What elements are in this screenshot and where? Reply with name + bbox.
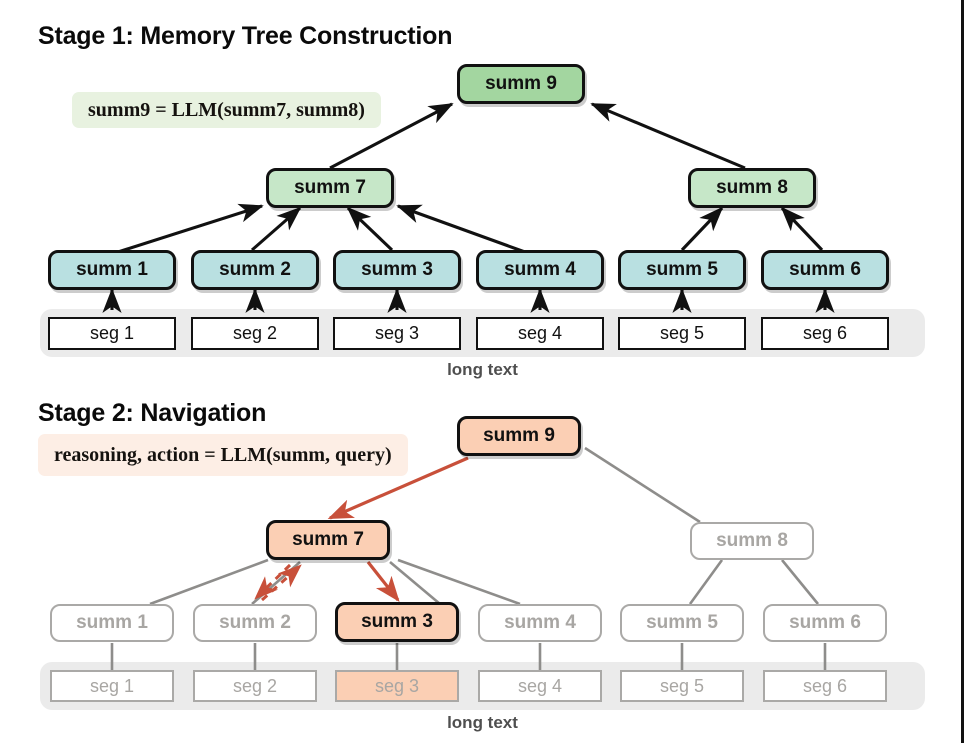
stage1-seg-5[interactable]: seg 5 [618,317,746,350]
stage1-node-summ-8[interactable]: summ 8 [688,168,816,208]
stage2-node-summ-2[interactable]: summ 2 [193,604,317,642]
stage2-node-summ-6[interactable]: summ 6 [763,604,887,642]
stage1-node-summ-4[interactable]: summ 4 [476,250,604,290]
stage2-node-summ-4[interactable]: summ 4 [478,604,602,642]
stage2-node-summ-9[interactable]: summ 9 [457,416,581,456]
stage-1-formula: summ9 = LLM(summ7, summ8) [72,92,381,128]
stage1-seg-1[interactable]: seg 1 [48,317,176,350]
stage1-seg-3[interactable]: seg 3 [333,317,461,350]
stage1-node-summ-7[interactable]: summ 7 [266,168,394,208]
stage-2-long-text-label: long text [447,713,518,732]
stage2-seg-4[interactable]: seg 4 [478,670,602,702]
stage1-seg-2[interactable]: seg 2 [191,317,319,350]
stage-2-title: Stage 2: Navigation [38,399,267,427]
stage-2-formula: reasoning, action = LLM(summ, query) [38,434,408,476]
stage1-node-summ-9[interactable]: summ 9 [457,64,585,104]
stage-1-long-text-label: long text [447,360,518,379]
stage2-seg-3[interactable]: seg 3 [335,670,459,702]
stage2-seg-1[interactable]: seg 1 [50,670,174,702]
stage1-node-summ-6[interactable]: summ 6 [761,250,889,290]
stage2-node-summ-5[interactable]: summ 5 [620,604,744,642]
stage2-node-summ-3[interactable]: summ 3 [335,602,459,642]
stage1-node-summ-1[interactable]: summ 1 [48,250,176,290]
stage1-seg-4[interactable]: seg 4 [476,317,604,350]
stage2-node-summ-1[interactable]: summ 1 [50,604,174,642]
stage2-node-summ-7[interactable]: summ 7 [266,520,390,560]
stage1-seg-6[interactable]: seg 6 [761,317,889,350]
stage2-seg-5[interactable]: seg 5 [620,670,744,702]
stage1-node-summ-3[interactable]: summ 3 [333,250,461,290]
stage2-seg-6[interactable]: seg 6 [763,670,887,702]
stage2-seg-2[interactable]: seg 2 [193,670,317,702]
stage1-node-summ-2[interactable]: summ 2 [191,250,319,290]
stage2-node-summ-8[interactable]: summ 8 [690,522,814,560]
stage1-node-summ-5[interactable]: summ 5 [618,250,746,290]
stage-1-title: Stage 1: Memory Tree Construction [38,22,453,50]
